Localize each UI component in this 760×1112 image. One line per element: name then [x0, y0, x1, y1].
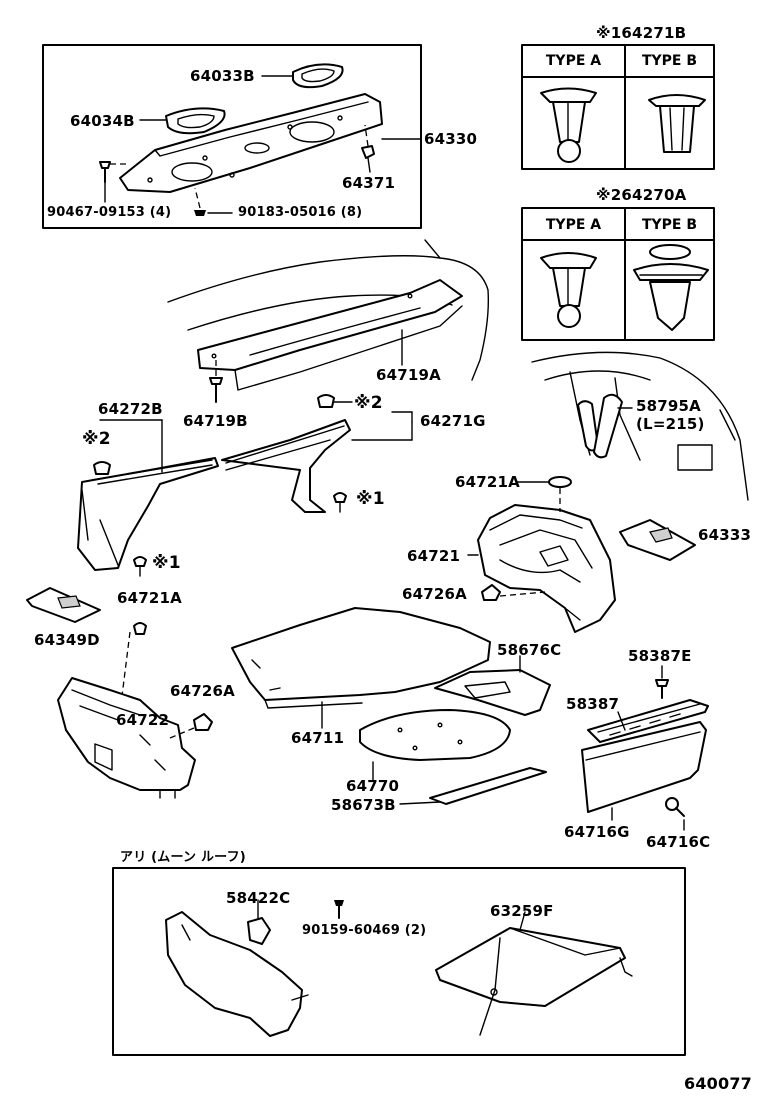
label-64716C: 64716C — [646, 833, 711, 851]
label-90467-09153: 90467-09153 (4) — [47, 205, 172, 220]
type-table-2-type-b: TYPE B — [641, 217, 698, 233]
clip-mark1-left — [133, 556, 147, 577]
label-58795A-length: (L=215) — [636, 415, 705, 433]
label-mark2-left: ※2 — [82, 429, 111, 449]
trim-58795A — [577, 393, 623, 459]
label-58676C: 58676C — [497, 641, 562, 659]
type-table-1-title: ※164271B — [596, 24, 686, 42]
clip-58422C — [247, 917, 271, 945]
mat-58676C — [434, 669, 551, 716]
quarter-trim-upper-right — [221, 419, 351, 513]
floor-mat-64711 — [231, 607, 491, 709]
moonroof-detail-box — [112, 867, 686, 1056]
label-64719B: 64719B — [183, 412, 248, 430]
clip-58387E — [655, 679, 669, 699]
tray-nut — [194, 210, 206, 216]
hook-64726A-right — [481, 584, 501, 601]
clip-mark2-left — [93, 461, 111, 475]
rear-shelf-board-64719A — [197, 279, 463, 391]
speaker-grille-right — [292, 63, 344, 89]
label-58673B: 58673B — [331, 796, 396, 814]
type-table-2-mark: ※2 — [596, 186, 622, 204]
label-64719A: 64719A — [376, 366, 441, 384]
type-table-1-type-b: TYPE B — [641, 53, 698, 69]
type-table-2-part: 64270A — [621, 186, 687, 204]
right-body-quarter — [531, 351, 749, 501]
label-64721A-left: 64721A — [117, 589, 182, 607]
clip-64716C — [665, 797, 685, 817]
type-table-2 — [521, 207, 715, 341]
hook-64726A-left — [193, 713, 213, 731]
tray-clip-64371 — [361, 145, 375, 159]
strip-58673B — [429, 767, 547, 805]
label-58795A: 58795A — [636, 397, 701, 415]
type-table-2-title: ※264270A — [596, 186, 686, 204]
clip-64721A-left — [133, 622, 147, 635]
type-table-1-part: 64271B — [621, 24, 687, 42]
quarter-trim-upper-left — [77, 457, 219, 571]
cover-63259F — [435, 927, 633, 1036]
label-64721A-right: 64721A — [455, 473, 520, 491]
tray-detail-box — [42, 44, 422, 229]
trunk-side-trim-right — [477, 504, 616, 633]
diagram-code: 640077 — [684, 1074, 752, 1093]
back-panel-64716G — [581, 721, 707, 813]
trunk-side-trim-left — [57, 677, 196, 799]
label-58387E: 58387E — [628, 647, 692, 665]
tray-clip-screw — [99, 161, 111, 183]
clip-mark2-mid — [317, 394, 335, 408]
label-64349D: 64349D — [34, 631, 100, 649]
label-64726A-right: 64726A — [402, 585, 467, 603]
type-table-1 — [521, 44, 715, 170]
label-58387: 58387 — [566, 695, 620, 713]
label-58422C: 58422C — [226, 889, 291, 907]
label-mark1-left: ※1 — [152, 553, 181, 573]
label-64770: 64770 — [346, 777, 400, 795]
label-90183-05016: 90183-05016 (8) — [238, 205, 363, 220]
label-64271G: 64271G — [420, 412, 486, 430]
shelf-clip-64719B — [209, 377, 223, 403]
cover-64333 — [619, 519, 696, 561]
speaker-grille-left — [165, 107, 226, 135]
trim-moonroof-side — [165, 911, 309, 1037]
label-64722: 64722 — [116, 711, 170, 729]
label-64034B: 64034B — [70, 112, 135, 130]
label-64272B: 64272B — [98, 400, 163, 418]
cover-64349D — [26, 587, 101, 623]
label-64371: 64371 — [342, 174, 396, 192]
label-64333: 64333 — [698, 526, 752, 544]
label-90159-60469: 90159-60469 (2) — [302, 923, 427, 938]
type-table-1-type-a: TYPE A — [545, 53, 602, 69]
label-mark2-mid: ※2 — [354, 393, 383, 413]
clip-64721A-right — [548, 476, 572, 488]
screw-90159 — [334, 900, 344, 919]
label-64716G: 64716G — [564, 823, 630, 841]
label-64726A-left: 64726A — [170, 682, 235, 700]
label-64330: 64330 — [424, 130, 478, 148]
label-mark1-mid: ※1 — [356, 489, 385, 509]
clip-mark1-mid — [333, 492, 347, 513]
label-64711: 64711 — [291, 729, 345, 747]
moonroof-caption: アリ (ムーン ルーフ) — [120, 850, 246, 865]
type-table-1-mark: ※1 — [596, 24, 622, 42]
package-tray-panel — [119, 93, 383, 193]
scuff-plate-58387 — [587, 699, 709, 743]
label-63259F: 63259F — [490, 902, 554, 920]
label-64721: 64721 — [407, 547, 461, 565]
label-64033B: 64033B — [190, 67, 255, 85]
mat-64770 — [359, 709, 511, 761]
type-table-2-type-a: TYPE A — [545, 217, 602, 233]
